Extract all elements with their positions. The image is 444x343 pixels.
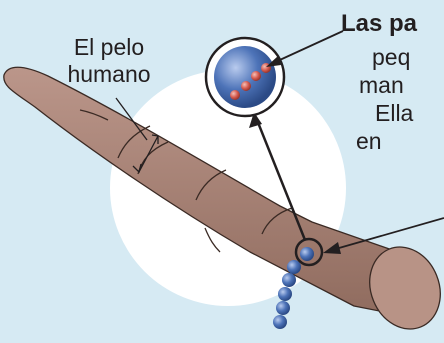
- particle: [276, 301, 290, 315]
- magnified-view: [206, 38, 284, 116]
- hair-label-line-1: El pelo: [44, 34, 174, 61]
- callout-leader-line: [271, 31, 343, 64]
- pointer-arrow-line: [332, 218, 444, 250]
- callout-line-2: man: [359, 71, 404, 99]
- particle: [273, 315, 287, 329]
- molecule-atom: [241, 81, 251, 91]
- particle: [278, 287, 292, 301]
- callout-leader: [266, 31, 343, 67]
- hair-label-line-2: humano: [44, 61, 174, 88]
- particle: [287, 260, 301, 274]
- callout-line-3: Ella: [375, 99, 413, 127]
- callout-line-4: en: [356, 127, 382, 155]
- molecule-atom: [251, 71, 261, 81]
- molecule-atom: [230, 90, 240, 100]
- magnified-particle: [214, 46, 276, 108]
- callout-title: Las pa: [341, 10, 417, 38]
- hair-label: El pelo humano: [44, 34, 174, 88]
- particle: [282, 273, 296, 287]
- particle: [300, 247, 314, 261]
- callout-line-1: peq: [372, 43, 410, 71]
